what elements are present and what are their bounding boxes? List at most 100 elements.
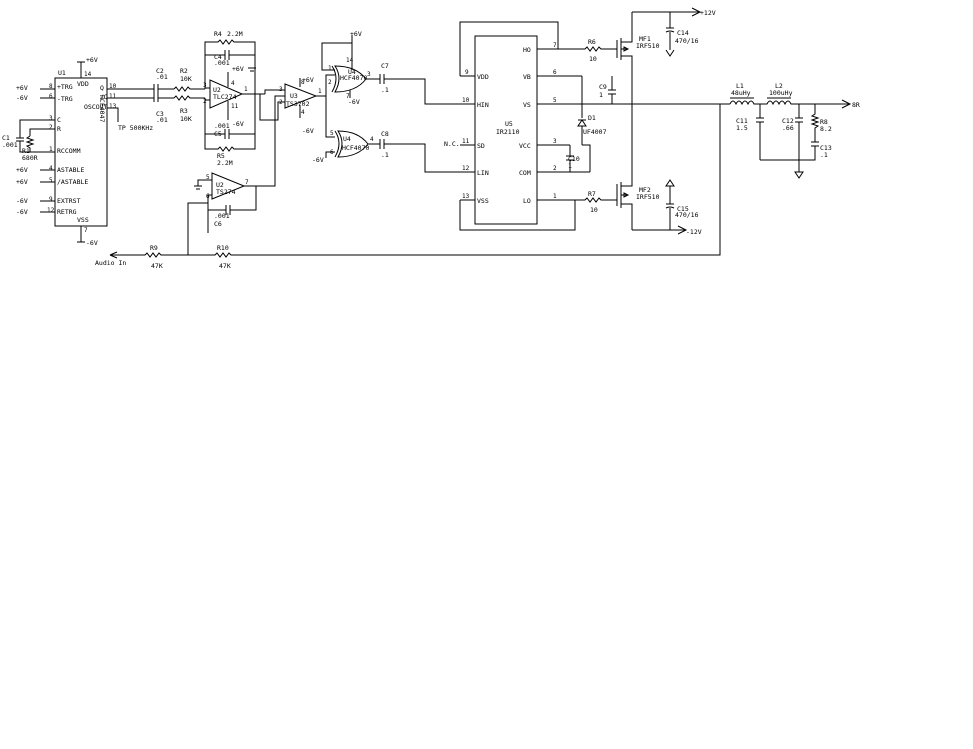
u5-pinnum-2: 2 xyxy=(553,165,557,172)
u1-pinnum-14: 14 xyxy=(84,71,92,78)
u4b-pin-5: 5 xyxy=(330,130,334,137)
u4b-part: HCF4070 xyxy=(342,144,369,152)
u1-pinnum-5: 5 xyxy=(49,177,53,184)
u5-pinnum-5: 5 xyxy=(553,97,557,104)
d1-ref: D1 xyxy=(588,114,596,122)
u1-pin-ntrg: -TRG xyxy=(57,95,73,103)
u1-pin-c: C xyxy=(57,116,61,124)
tp-label: TP 500KHz xyxy=(118,124,153,132)
c7-value: .1 xyxy=(381,86,389,94)
u5-pin-sd: SD xyxy=(477,142,485,150)
u2a-pin-11: 11 xyxy=(231,103,239,110)
u1-pin-retrg: RETRG xyxy=(57,208,77,216)
u5-pinnum-3: 3 xyxy=(553,138,557,145)
feedback-bottom: .001 C5 R5 2.2M xyxy=(204,94,256,167)
u5-part: IR2110 xyxy=(496,128,520,136)
u5-pin-vdd: VDD xyxy=(477,73,489,81)
u5-driver: U5 IR2110 VDD HIN SD LIN VSS HO VB VS VC… xyxy=(459,21,612,231)
r10-value: 47K xyxy=(219,262,231,270)
u5-pinnum-11: 11 xyxy=(462,138,470,145)
low-side-switch: R7 10 MF2 IRF510 -12V C15 470/16 xyxy=(575,104,702,236)
u5-pin-ho: HO xyxy=(523,46,531,54)
u4a-pin-1: 1 xyxy=(328,65,332,72)
u5-pin-com: COM xyxy=(519,169,531,177)
u4b-ref: U4 xyxy=(343,135,351,143)
bootstrap: D1 UF4007 C10 1 C9 1 xyxy=(566,76,616,172)
u2a-opamp: U2 TLC274 3 2 4 11 1 +6V -6V xyxy=(203,65,265,128)
c14-value: 470/16 xyxy=(675,37,699,45)
c12-value: .66 xyxy=(782,124,794,132)
c9-value: 1 xyxy=(599,91,603,99)
u1-pinnum-3: 3 xyxy=(49,115,53,122)
u5-pin-vss: VSS xyxy=(477,197,489,205)
u5-pin-lo: LO xyxy=(523,197,531,205)
u5-pinnum-7: 7 xyxy=(553,42,557,49)
u2a-pin-4: 4 xyxy=(231,80,235,87)
u5-ref: U5 xyxy=(505,120,513,128)
u5-pin-vb: VB xyxy=(523,73,531,81)
r9-value: 47K xyxy=(151,262,163,270)
neg12-rail: -12V xyxy=(686,228,702,236)
u4a-vss-rail: -6V xyxy=(348,98,360,106)
u1-pinnum-6: 6 xyxy=(49,93,53,100)
r4-ref: R4 xyxy=(214,30,222,38)
l1-value: 48uHy xyxy=(731,89,751,97)
output-filter: L1 48uHy L2 100uHy 8R C11 1.5 C12 .66 R8… xyxy=(612,82,860,179)
u1-pin-ptrg: +TRG xyxy=(57,83,73,91)
r8-value: 8.2 xyxy=(820,125,832,133)
u2b-opamp: U2 TS274 5 6 7 .001 C6 xyxy=(187,95,285,255)
u1-vss-rail: -6V xyxy=(86,239,98,247)
u1-pin-q: Q xyxy=(100,84,104,92)
u4b-pin-4: 4 xyxy=(370,136,374,143)
c6-value: .001 xyxy=(214,212,230,220)
u2a-ref: U2 xyxy=(213,86,221,94)
c4-value: .001 xyxy=(214,59,230,67)
u1-ntrg-rail: -6V xyxy=(16,94,28,102)
u5-pin-vs: VS xyxy=(523,101,531,109)
c15-ref: C15 xyxy=(677,205,689,213)
c14-ref: C14 xyxy=(677,29,689,37)
u4b-pin6-rail: -6V xyxy=(312,156,324,164)
mf1-ref: MF1 xyxy=(639,35,651,43)
u1-pinnum-12: 12 xyxy=(47,207,55,214)
speaker-output: 8R xyxy=(852,101,860,109)
c2-ref: C2 xyxy=(156,67,164,75)
u1-pin-rccomm: RCCOMM xyxy=(57,147,81,155)
r6-ref: R6 xyxy=(588,38,596,46)
u1-vdd-rail: +6V xyxy=(86,56,98,64)
c2-value: .01 xyxy=(156,73,168,81)
r3-ref: R3 xyxy=(180,107,188,115)
r5-value: 2.2M xyxy=(217,159,233,167)
u5-pinnum-12: 12 xyxy=(462,165,470,172)
u1-ref: U1 xyxy=(58,69,66,77)
r1-ref: R1 xyxy=(22,147,30,155)
c10-ref: C10 xyxy=(568,155,580,163)
u5-pinnum-1: 1 xyxy=(553,193,557,200)
c13-value: .1 xyxy=(820,151,828,159)
u2a-vminus-rail: -6V xyxy=(232,120,244,128)
audio-input: Audio In R9 47K R10 47K xyxy=(95,104,721,270)
r4-value: 2.2M xyxy=(227,30,243,38)
u2a-part: TLC274 xyxy=(213,93,237,101)
u4a-vdd-rail: +6V xyxy=(350,30,362,38)
r9-ref: R9 xyxy=(150,244,158,252)
u3-pin-1: 1 xyxy=(318,88,322,95)
u4a-pin-2: 2 xyxy=(328,79,332,86)
r10-ref: R10 xyxy=(217,244,229,252)
l2-value: 100uHy xyxy=(769,89,793,97)
d1-part: UF4007 xyxy=(583,128,607,136)
u1-pinnum-10: 10 xyxy=(109,83,117,90)
u4a-pin-14: 14 xyxy=(346,57,354,64)
u3-ref: U3 xyxy=(290,92,298,100)
u2b-ref: U2 xyxy=(216,181,224,189)
r5-ref: R5 xyxy=(217,152,225,160)
u1-pinnum-11: 11 xyxy=(109,93,117,100)
u1-pinnum-1: 1 xyxy=(49,146,53,153)
c1-r1-timing: C1 .001 R1 680R xyxy=(2,119,55,162)
l1-ref: L1 xyxy=(736,82,744,90)
u5-pinnum-10: 10 xyxy=(462,97,470,104)
u5-pinnum-9: 9 xyxy=(465,69,469,76)
u4a-part: HCF4070 xyxy=(340,74,367,82)
u1-pin-oscout: OSCOUT xyxy=(84,103,108,111)
c1-value: .001 xyxy=(2,141,18,149)
